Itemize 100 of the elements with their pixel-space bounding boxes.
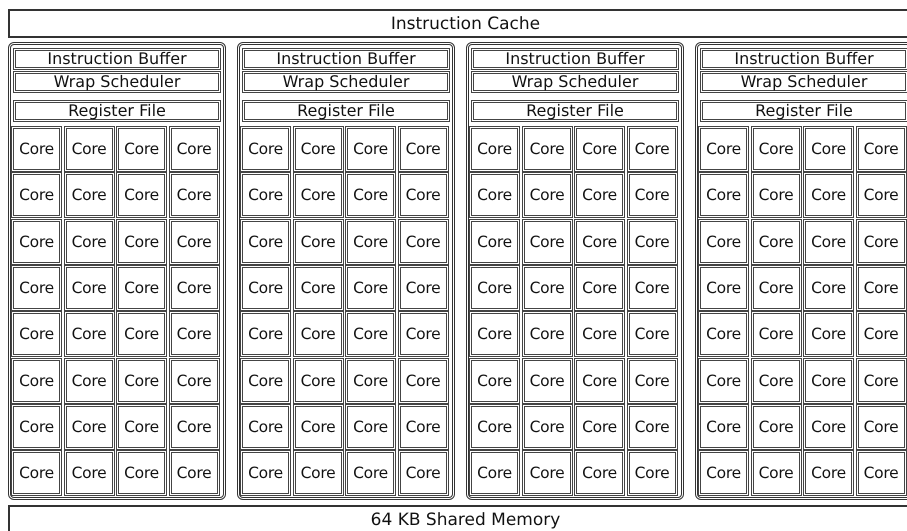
core-cell: Core	[750, 218, 802, 265]
core-cell: Core	[168, 218, 220, 265]
core-cell: Core	[116, 311, 167, 358]
core-cell: Core	[750, 450, 802, 496]
core-cell: Core	[240, 404, 291, 450]
core-cell: Core	[398, 218, 448, 265]
core-cell: Core	[803, 172, 854, 218]
core-cell: Core	[522, 358, 572, 404]
core-cell: Core	[750, 311, 802, 358]
buffer-bar: Instruction Buffer	[700, 48, 907, 70]
core-cell: Core	[626, 358, 678, 404]
core-cell: Core	[345, 450, 396, 496]
core-cell: Core	[292, 126, 344, 172]
core-cell: Core	[698, 404, 749, 450]
core-cell: Core	[698, 358, 749, 404]
core-cell: Core	[750, 404, 802, 450]
core-cell: Core	[168, 172, 220, 218]
core-cell: Core	[11, 264, 62, 311]
core-cell: Core	[626, 404, 678, 450]
core-cell: Core	[240, 450, 291, 496]
core-cell: Core	[116, 450, 167, 496]
core-cell: Core	[292, 264, 344, 311]
core-cell: Core	[803, 450, 854, 496]
core-cell: Core	[626, 172, 678, 218]
cache-bar: Instruction Cache	[8, 9, 907, 38]
processor-block	[466, 42, 684, 500]
core-cell: Core	[574, 218, 625, 265]
core-cell: Core	[64, 450, 114, 496]
core-cell: Core	[64, 311, 114, 358]
core-cell: Core	[292, 172, 344, 218]
core-cell: Core	[292, 358, 344, 404]
core-cell: Core	[522, 126, 572, 172]
core-cell: Core	[240, 311, 291, 358]
core-cell: Core	[522, 404, 572, 450]
processor-block	[8, 42, 226, 500]
core-cell: Core	[803, 404, 854, 450]
register-bar: Register File	[700, 100, 907, 122]
core-cell: Core	[398, 126, 448, 172]
core-cell: Core	[168, 264, 220, 311]
core-cell: Core	[345, 172, 396, 218]
core-cell: Core	[626, 218, 678, 265]
core-cell: Core	[856, 311, 906, 358]
core-cell: Core	[168, 358, 220, 404]
core-cell: Core	[116, 126, 167, 172]
core-cell: Core	[856, 126, 906, 172]
core-cell: Core	[574, 264, 625, 311]
core-cell: Core	[64, 358, 114, 404]
core-cell: Core	[750, 358, 802, 404]
core-cell: Core	[803, 358, 854, 404]
core-cell: Core	[626, 264, 678, 311]
core-cell: Core	[11, 126, 62, 172]
core-cell: Core	[469, 450, 520, 496]
core-cell: Core	[803, 264, 854, 311]
buffer-bar: Instruction Buffer	[471, 48, 679, 70]
core-cell: Core	[469, 358, 520, 404]
core-cell: Core	[398, 358, 448, 404]
core-cell: Core	[522, 450, 572, 496]
core-cell: Core	[116, 172, 167, 218]
core-cell: Core	[240, 358, 291, 404]
core-cell: Core	[574, 126, 625, 172]
core-cell: Core	[698, 172, 749, 218]
core-cell: Core	[240, 126, 291, 172]
core-cell: Core	[398, 450, 448, 496]
core-cell: Core	[64, 218, 114, 265]
core-cell: Core	[345, 218, 396, 265]
processor-block	[237, 42, 455, 500]
core-cell: Core	[856, 172, 906, 218]
core-cell: Core	[856, 218, 906, 265]
scheduler-bar: Wrap Scheduler	[471, 71, 679, 93]
core-cell: Core	[11, 450, 62, 496]
core-cell: Core	[856, 404, 906, 450]
memory-bar: 64 KB Shared Memory	[8, 505, 907, 531]
core-cell: Core	[345, 126, 396, 172]
core-cell: Core	[522, 264, 572, 311]
core-cell: Core	[398, 404, 448, 450]
buffer-bar: Instruction Buffer	[242, 48, 450, 70]
core-cell: Core	[240, 218, 291, 265]
core-cell: Core	[292, 311, 344, 358]
core-cell: Core	[469, 172, 520, 218]
core-cell: Core	[522, 311, 572, 358]
core-cell: Core	[116, 358, 167, 404]
core-cell: Core	[168, 311, 220, 358]
core-cell: Core	[856, 450, 906, 496]
scheduler-bar: Wrap Scheduler	[13, 71, 221, 93]
core-cell: Core	[168, 404, 220, 450]
core-cell: Core	[626, 126, 678, 172]
core-cell: Core	[11, 172, 62, 218]
core-cell: Core	[469, 404, 520, 450]
buffer-bar: Instruction Buffer	[13, 48, 221, 70]
core-cell: Core	[856, 264, 906, 311]
core-cell: Core	[345, 311, 396, 358]
core-cell: Core	[398, 172, 448, 218]
core-cell: Core	[469, 218, 520, 265]
core-cell: Core	[750, 172, 802, 218]
core-cell: Core	[11, 311, 62, 358]
register-bar: Register File	[242, 100, 450, 122]
core-cell: Core	[803, 311, 854, 358]
core-cell: Core	[11, 358, 62, 404]
register-bar: Register File	[471, 100, 679, 122]
core-cell: Core	[698, 450, 749, 496]
